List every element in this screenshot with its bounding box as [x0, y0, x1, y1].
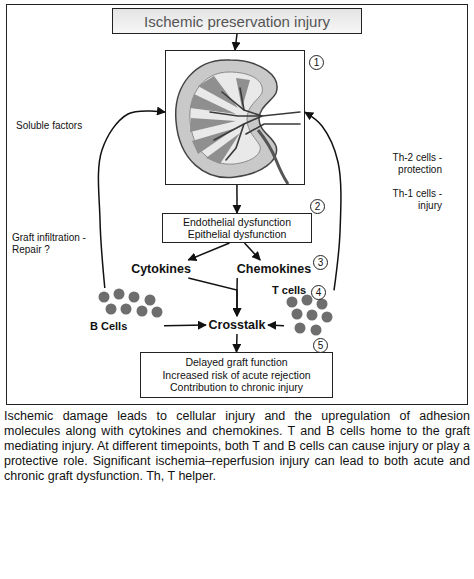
cell-dot: [114, 289, 125, 300]
cell-dot: [137, 306, 148, 317]
arrow-connector: [236, 185, 238, 213]
node-text: Ischemic preservation injury: [144, 13, 330, 30]
arrow-connector: [235, 34, 237, 50]
callout-number: 1: [309, 55, 324, 70]
process-box: Chemokines: [228, 260, 320, 278]
cell-dot: [145, 295, 156, 306]
node-text: T cells: [272, 284, 306, 296]
kidney-illustration: [176, 60, 300, 184]
node-text: Crosstalk: [209, 318, 266, 332]
arrow-connector: [245, 243, 261, 260]
cell-dot: [106, 304, 117, 315]
callout-number: 3: [313, 255, 328, 270]
cell-dot: [129, 292, 140, 303]
figure-caption: Ischemic damage leads to cellular injury…: [4, 409, 470, 484]
annotation-text: Th-1 cells - injury: [376, 188, 442, 212]
process-box: Cytokines: [122, 260, 200, 278]
t-cell-dots: [287, 295, 333, 336]
node-text: Increased risk of acute rejection: [162, 369, 310, 382]
node-text: Epithelial dysfunction: [188, 228, 287, 241]
process-box: 1: [165, 50, 305, 185]
cell-dot: [302, 295, 313, 306]
cell-dot: [317, 299, 328, 310]
cell-dot: [152, 307, 163, 318]
node-text: Delayed graft function: [185, 356, 287, 369]
arrow-connector: [164, 324, 206, 326]
arrow-connector: [268, 324, 284, 326]
cell-dot: [292, 309, 303, 320]
callout-number: 2: [310, 199, 325, 214]
node-text: Endothelial dysfunction: [183, 216, 291, 229]
node-text: Chemokines: [237, 262, 311, 276]
arrow-connector: [188, 243, 229, 260]
process-box: Crosstalk: [206, 316, 268, 334]
callout-number: 4: [311, 285, 326, 300]
callout-number: 5: [313, 338, 328, 353]
process-box: B Cells: [90, 288, 164, 334]
arrow-connector: [188, 278, 237, 316]
figure-frame: [7, 5, 468, 405]
process-box: Endothelial dysfunctionEpithelial dysfun…: [162, 213, 312, 243]
arrow-connector: [98, 111, 165, 288]
cell-dot: [322, 312, 333, 323]
b-cell-dots: [99, 289, 163, 318]
node-text: Contribution to chronic injury: [170, 381, 303, 394]
node-text: B Cells: [90, 320, 127, 332]
cell-dot: [307, 310, 318, 321]
edge-label: Soluble factors: [16, 120, 82, 132]
arrow-connector: [236, 334, 238, 352]
cell-dot: [287, 297, 298, 308]
process-box: Delayed graft functionIncreased risk of …: [140, 352, 333, 398]
cell-dot: [121, 304, 132, 315]
cell-dot: [99, 292, 110, 303]
annotation-text: Graft infiltration - Repair ?: [12, 232, 98, 256]
cell-dot: [295, 323, 306, 334]
node-text: Cytokines: [131, 262, 191, 276]
process-box: T cells: [284, 282, 334, 338]
process-box: Ischemic preservation injury: [112, 8, 362, 34]
cell-dot: [311, 325, 322, 336]
edge-label: Th-2 cells - protection: [350, 152, 442, 176]
arrow-connector: [236, 278, 238, 316]
